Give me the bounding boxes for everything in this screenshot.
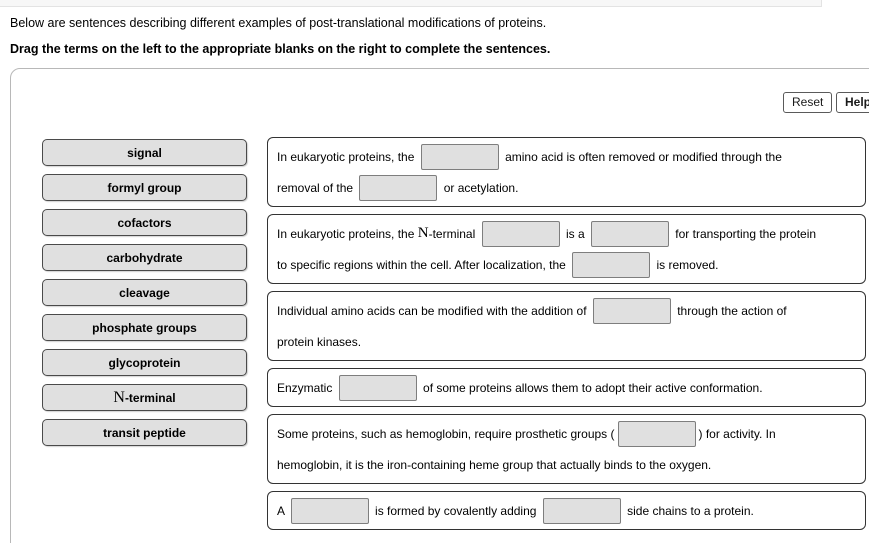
term-label: transit peptide [103,425,186,440]
sentence-line: removal of the or acetylation. [277,172,856,203]
serif-letter: N [113,388,125,406]
sentence-text: Some proteins, such as hemoglobin, requi… [277,426,615,441]
sentence-text: protein kinases. [277,334,362,349]
sentence-text: of some proteins allows them to adopt th… [419,380,763,395]
term-label: formyl group [107,180,182,195]
blank-drop-target[interactable] [338,374,417,401]
sentence-text: In eukaryotic proteins, the [277,149,418,164]
term-label: phosphate groups [92,320,197,335]
blank-drop-target[interactable] [572,251,651,278]
blank-drop-target[interactable] [481,220,560,247]
sentence-box-1: In eukaryotic proteins, the amino acid i… [267,137,866,207]
sentence-box-5: Some proteins, such as hemoglobin, requi… [267,414,866,484]
blank-drop-target[interactable] [542,497,621,524]
reset-button[interactable]: Reset [783,92,833,113]
sentence-text: is removed. [653,257,719,272]
sentence-line: Individual amino acids can be modified w… [277,295,856,326]
blank-drop-target[interactable] [290,497,369,524]
term-cleavage[interactable]: cleavage [42,279,247,306]
sentence-text: ) for activity. In [698,426,776,441]
sentence-line: to specific regions within the cell. Aft… [277,249,856,280]
sentence-text: to specific regions within the cell. Aft… [277,257,570,272]
sentence-text: In eukaryotic proteins, the [277,226,418,241]
sentence-box-4: Enzymatic of some proteins allows them t… [267,368,866,407]
term-label: carbohydrate [106,250,183,265]
sentence-line: A is formed by covalently adding side ch… [277,495,856,526]
sentence-text: is formed by covalently adding [371,503,540,518]
sentence-text: for transporting the protein [671,226,817,241]
sentence-text: Individual amino acids can be modified w… [277,303,590,318]
sentence-line: Some proteins, such as hemoglobin, requi… [277,418,856,449]
sentence-text: removal of the [277,180,357,195]
sentence-text: is a [562,226,588,241]
sentence-line: In eukaryotic proteins, the N-terminal i… [277,218,856,249]
sentence-line: hemoglobin, it is the iron-containing he… [277,449,856,480]
term-n-terminal[interactable]: N-terminal [42,384,247,411]
term-label: signal [127,145,162,160]
sentence-text: or acetylation. [440,180,519,195]
term-cofactors[interactable]: cofactors [42,209,247,236]
sentence-line: Enzymatic of some proteins allows them t… [277,372,856,403]
term-formyl-group[interactable]: formyl group [42,174,247,201]
blank-drop-target[interactable] [590,220,669,247]
blank-drop-target[interactable] [592,297,671,324]
sentence-text: side chains to a protein. [623,503,754,518]
term-carbohydrate[interactable]: carbohydrate [42,244,247,271]
blank-drop-target[interactable] [359,174,438,201]
help-button[interactable]: Help [836,92,869,113]
sentence-text: hemoglobin, it is the iron-containing he… [277,457,712,472]
top-strip [0,0,822,7]
term-label: cofactors [117,215,172,230]
sentence-box-6: A is formed by covalently adding side ch… [267,491,866,530]
intro-text: Below are sentences describing different… [10,16,547,30]
sentence-text: -terminal [428,226,479,241]
term-phosphate-groups[interactable]: phosphate groups [42,314,247,341]
sentence-text: amino acid is often removed or modified … [501,149,782,164]
blank-drop-target[interactable] [420,143,499,170]
sentence-box-3: Individual amino acids can be modified w… [267,291,866,361]
term-label: -terminal [124,390,176,405]
sentence-text: Enzymatic [277,380,336,395]
sentence-text: A [277,503,288,518]
serif-letter: N [417,225,429,241]
term-label: glycoprotein [108,355,181,370]
terms-list: signal formyl group cofactors carbohydrate c… [42,139,247,446]
term-label: cleavage [119,285,170,300]
instruction-text: Drag the terms on the left to the approp… [10,42,551,56]
term-glycoprotein[interactable]: glycoprotein [42,349,247,376]
term-signal[interactable]: signal [42,139,247,166]
sentence-line: protein kinases. [277,326,856,357]
blank-drop-target[interactable] [617,420,696,447]
sentences-list: In eukaryotic proteins, the amino acid i… [267,137,866,530]
term-transit-peptide[interactable]: transit peptide [42,419,247,446]
sentence-line: In eukaryotic proteins, the amino acid i… [277,141,856,172]
sentence-text: through the action of [673,303,787,318]
sentence-box-2: In eukaryotic proteins, the N-terminal i… [267,214,866,284]
